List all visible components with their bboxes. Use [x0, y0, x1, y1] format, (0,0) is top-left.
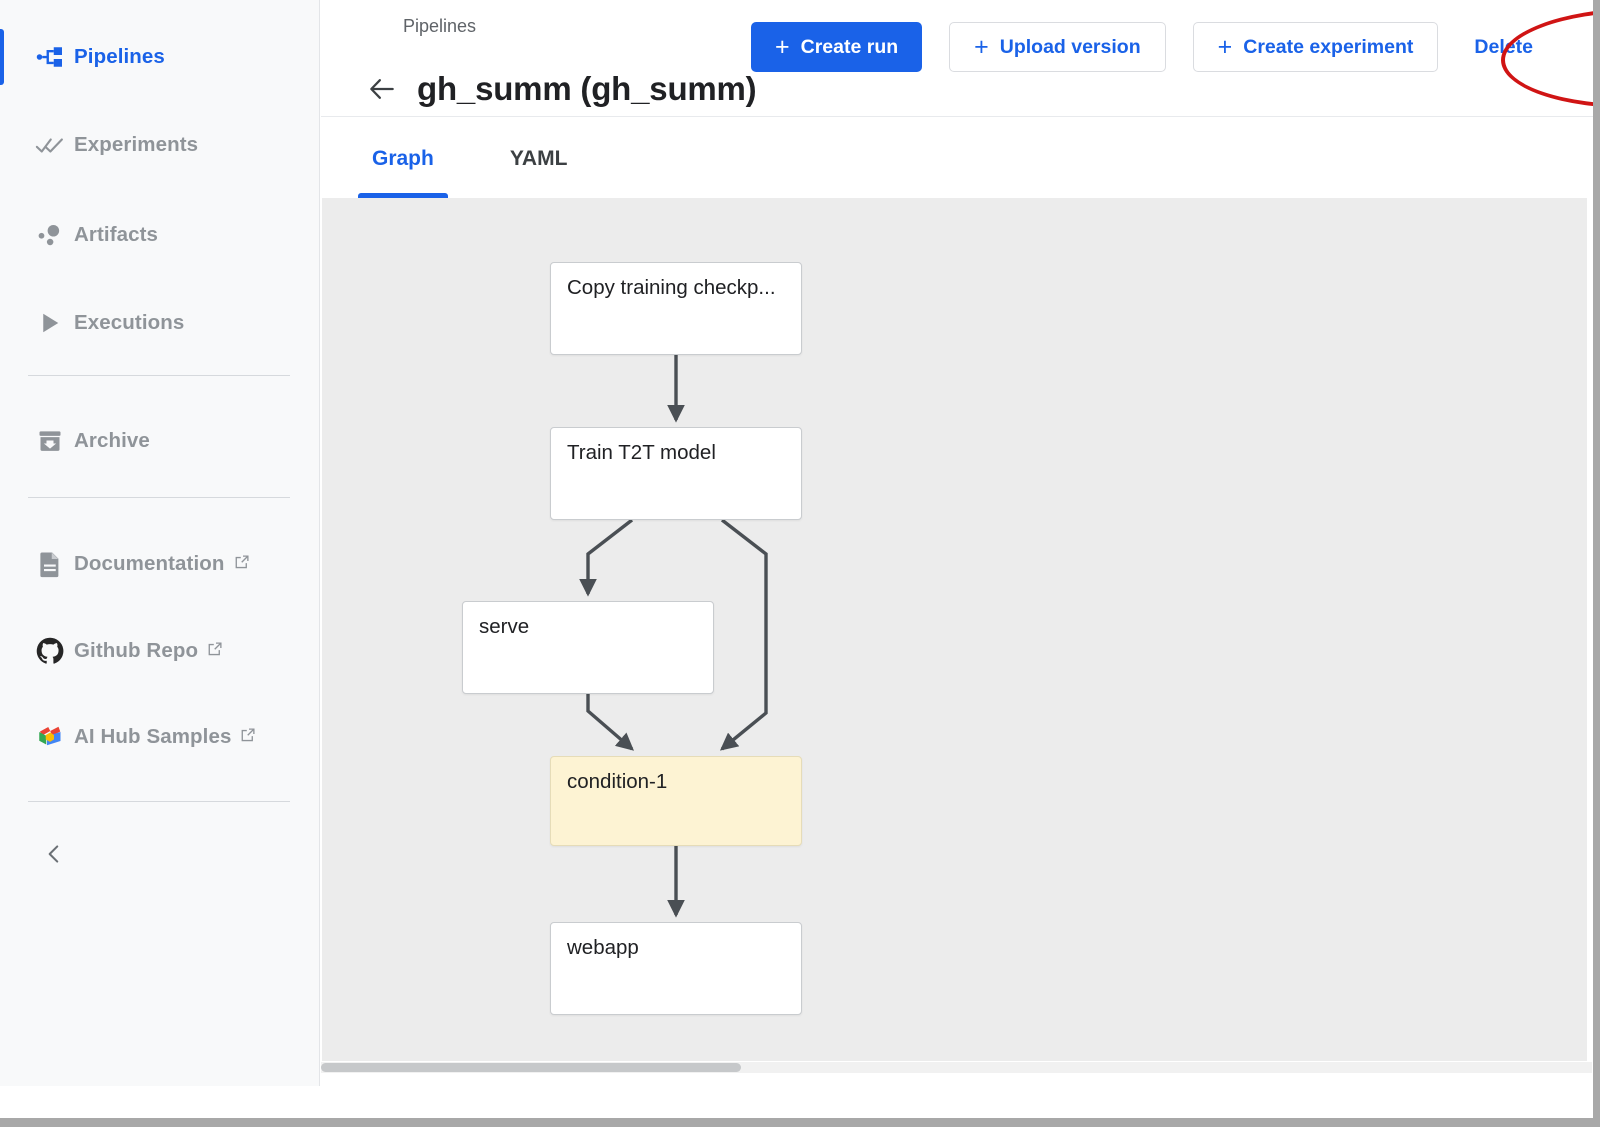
sidebar-item-label: Artifacts	[74, 223, 159, 246]
tab-bar: Graph YAML	[321, 118, 1593, 198]
ai-hub-icon	[26, 722, 74, 752]
page-header: Pipelines gh_summ (gh_summ) + Create run…	[321, 0, 1593, 117]
sidebar-item-label: Executions	[74, 311, 185, 334]
graph-node-label: condition-1	[567, 770, 668, 793]
arrow-left-icon[interactable]	[361, 68, 403, 110]
horizontal-scrollbar[interactable]	[321, 1062, 1592, 1073]
graph-node-serve[interactable]: serve	[462, 601, 714, 694]
create-experiment-button[interactable]: + Create experiment	[1192, 22, 1439, 72]
plus-icon: +	[775, 32, 790, 61]
page-title: gh_summ (gh_summ)	[417, 70, 757, 108]
external-link-icon	[207, 641, 223, 662]
chevron-left-icon	[41, 841, 67, 872]
header-toolbar: + Create run + Upload version + Create e…	[751, 22, 1543, 72]
scrollbar-thumb[interactable]	[321, 1063, 741, 1072]
artifacts-icon	[26, 220, 74, 250]
github-icon	[26, 636, 74, 666]
sidebar-item-github-repo[interactable]: Github Repo	[0, 622, 320, 680]
upload-version-button[interactable]: + Upload version	[949, 22, 1166, 72]
sidebar: Pipelines Experiments Artifacts	[0, 0, 320, 1086]
graph-node-label: Train T2T model	[567, 441, 716, 464]
external-link-icon	[240, 727, 256, 748]
document-icon	[26, 549, 74, 579]
tab-yaml[interactable]: YAML	[509, 147, 568, 170]
sidebar-divider-bottom	[28, 801, 290, 802]
graph-node-label: serve	[479, 615, 530, 638]
active-indicator-bar	[0, 29, 4, 85]
sidebar-divider-middle	[28, 497, 290, 498]
upload-version-label: Upload version	[999, 35, 1141, 58]
create-experiment-label: Create experiment	[1243, 35, 1414, 58]
archive-icon	[26, 426, 74, 456]
sidebar-item-label: Archive	[74, 429, 150, 452]
graph-node-label: webapp	[567, 936, 639, 959]
graph-node-condition-1[interactable]: condition-1	[550, 756, 802, 846]
pipelines-icon	[26, 42, 74, 72]
delete-button[interactable]: Delete	[1464, 22, 1543, 72]
sidebar-item-documentation[interactable]: Documentation	[0, 535, 320, 593]
pipeline-graph-canvas[interactable]: Copy training checkp... Train T2T model …	[322, 198, 1587, 1061]
title-row: gh_summ (gh_summ)	[361, 48, 757, 130]
edge-serve-to-condition	[586, 694, 635, 751]
plus-icon: +	[974, 32, 989, 61]
main-content: Pipelines gh_summ (gh_summ) + Create run…	[321, 0, 1593, 1086]
play-triangle-icon	[26, 308, 74, 338]
sidebar-item-pipelines[interactable]: Pipelines	[0, 28, 320, 86]
edge-train-to-condition	[719, 518, 768, 751]
sidebar-item-label: Github Repo	[74, 639, 199, 662]
sidebar-item-ai-hub-samples[interactable]: AI Hub Samples	[0, 708, 320, 766]
sidebar-item-experiments[interactable]: Experiments	[0, 116, 320, 174]
graph-node-label: Copy training checkp...	[567, 276, 776, 299]
plus-icon: +	[1217, 32, 1233, 61]
sidebar-divider-top	[28, 375, 290, 376]
graph-node-train-t2t-model[interactable]: Train T2T model	[550, 427, 802, 520]
sidebar-item-label: Documentation	[74, 552, 225, 575]
graph-node-copy-training-checkpoint[interactable]: Copy training checkp...	[550, 262, 802, 355]
delete-label: Delete	[1474, 35, 1533, 58]
graph-node-webapp[interactable]: webapp	[550, 922, 802, 1015]
sidebar-item-archive[interactable]: Archive	[0, 412, 320, 470]
edge-train-to-serve	[579, 518, 634, 597]
double-check-icon	[26, 130, 74, 160]
sidebar-item-artifacts[interactable]: Artifacts	[0, 206, 320, 264]
create-run-label: Create run	[800, 35, 899, 58]
external-link-icon	[234, 554, 250, 575]
sidebar-collapse-button[interactable]	[30, 832, 78, 880]
sidebar-item-label: Experiments	[74, 133, 199, 156]
tab-graph[interactable]: Graph	[358, 120, 448, 198]
sidebar-item-label: AI Hub Samples	[74, 725, 232, 748]
sidebar-item-executions[interactable]: Executions	[0, 294, 320, 352]
create-run-button[interactable]: + Create run	[751, 22, 923, 72]
sidebar-item-label: Pipelines	[74, 45, 165, 68]
graph-edges	[579, 355, 768, 918]
breadcrumb[interactable]: Pipelines	[403, 16, 477, 36]
